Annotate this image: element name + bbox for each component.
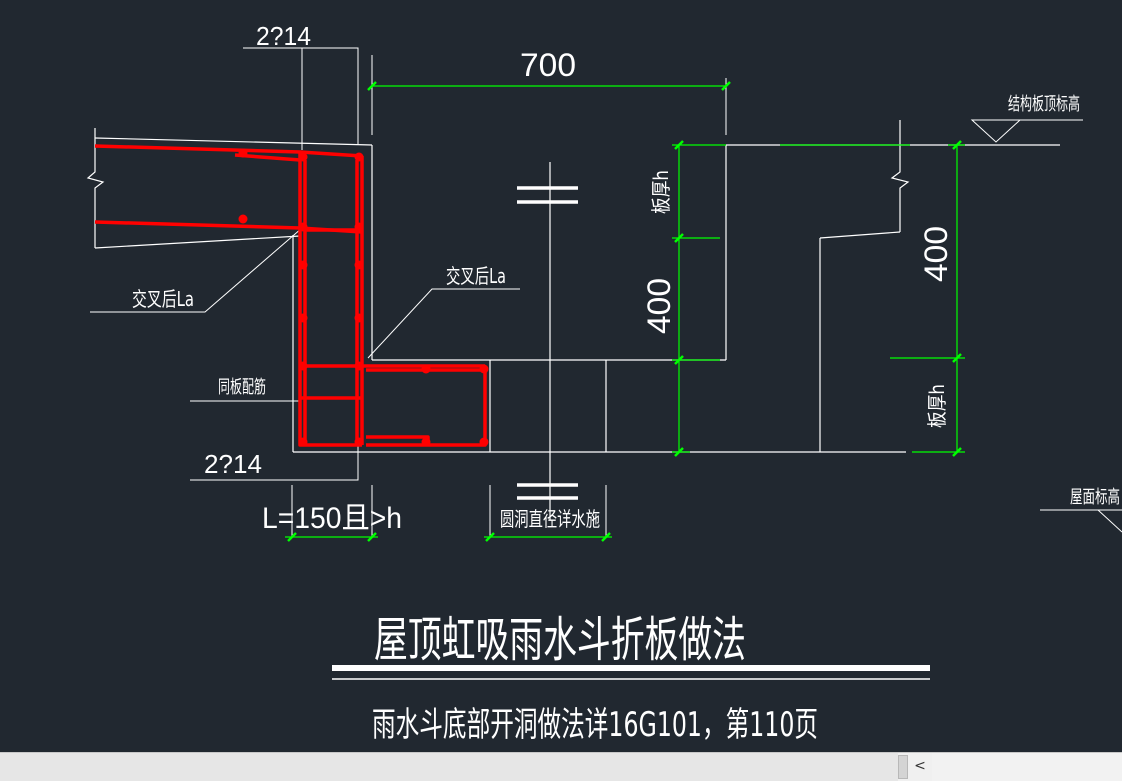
length-note-label: L=150且>h: [262, 502, 402, 535]
dim-400-center-label: 400: [641, 278, 677, 334]
drawing-subtitle: 雨水斗底部开洞做法详16G101，第110页: [372, 705, 818, 745]
rebar-bottom-label: 2?14: [204, 449, 262, 479]
scroll-left-arrow-icon[interactable]: <: [914, 758, 926, 774]
same-slab-reinforcement-label: 同板配筋: [218, 377, 266, 398]
dim-400-right-label: 400: [918, 226, 954, 282]
title-underline: [332, 665, 930, 680]
drawing-title: 屋顶虹吸雨水斗折板做法: [374, 612, 746, 668]
dimension-ticks: [287, 81, 962, 542]
rebar-dots: [238, 148, 489, 447]
dim-700-label: 700: [520, 47, 576, 83]
rebar-top-label: 2?14: [256, 21, 311, 51]
slab-thickness-lower-label: 板厚h: [925, 384, 949, 428]
structural-slab-top-elev-label: 结构板顶标高: [1008, 94, 1080, 115]
roof-elev-label: 屋面标高: [1070, 487, 1120, 508]
centerline-marks: [517, 186, 578, 500]
dimension-lines: [285, 85, 965, 538]
scrollbar-splitter[interactable]: [898, 755, 908, 779]
scrollbar-right-area: [932, 753, 1122, 781]
lap-la-left-label: 交叉后La: [132, 287, 194, 311]
leader-lines: [90, 47, 1122, 537]
slab-thickness-upper-label: 板厚h: [649, 170, 673, 214]
horizontal-scrollbar[interactable]: <: [0, 752, 1122, 781]
scrollbar-track[interactable]: [0, 753, 898, 781]
cad-drawing-canvas[interactable]: 2?14 2?14 700 400 400 板厚h 板厚h 结构板顶标高 屋面标…: [0, 0, 1122, 752]
lap-la-center-label: 交叉后La: [446, 264, 506, 288]
hole-diameter-note-label: 圆洞直径详水施: [500, 507, 600, 531]
